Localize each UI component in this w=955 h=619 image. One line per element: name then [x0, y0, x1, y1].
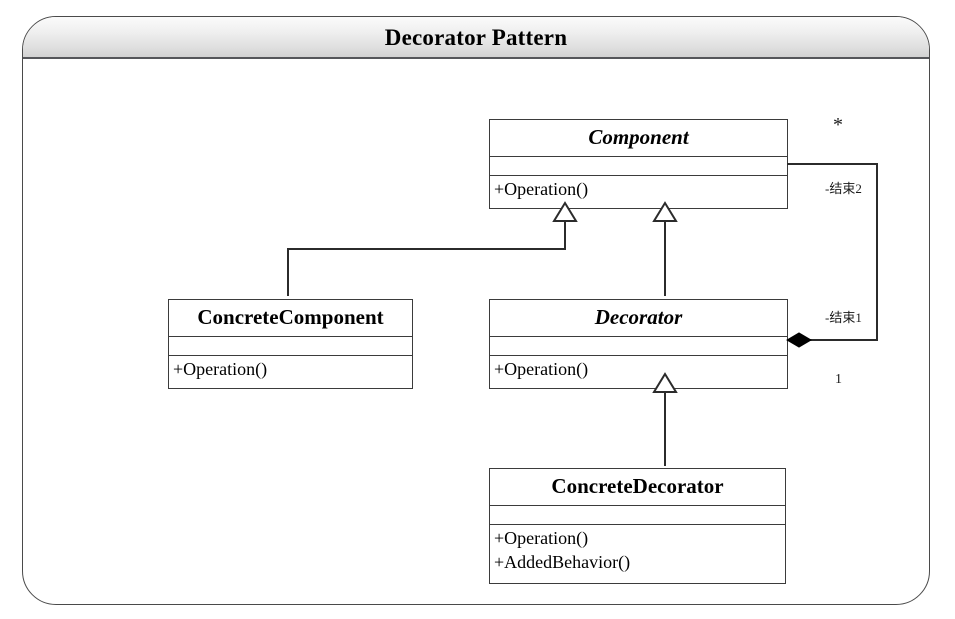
class-name-component: Component [490, 120, 787, 157]
class-name-concrete-decorator: ConcreteDecorator [490, 469, 785, 506]
operation-item: +Operation() [494, 179, 589, 199]
class-box-concrete-component[interactable]: ConcreteComponent +Operation() [168, 299, 413, 389]
class-operations-decorator: +Operation() [490, 356, 787, 385]
class-box-concrete-decorator[interactable]: ConcreteDecorator +Operation() +AddedBeh… [489, 468, 786, 584]
class-attributes-decorator [490, 337, 787, 356]
class-attributes-concrete-component [169, 337, 412, 356]
diagram-header: Decorator Pattern [23, 17, 929, 59]
class-name-concrete-component: ConcreteComponent [169, 300, 412, 337]
diagram-body: Component +Operation() ConcreteComponent… [23, 59, 929, 604]
class-operations-concrete-component: +Operation() [169, 356, 412, 385]
class-attributes-component [490, 157, 787, 176]
operation-item: +Operation() [494, 528, 589, 548]
operation-item: +Operation() [494, 359, 589, 379]
class-attributes-concrete-decorator [490, 506, 785, 525]
class-operations-component: +Operation() [490, 176, 787, 205]
diagram-title: Decorator Pattern [384, 24, 568, 50]
class-box-decorator[interactable]: Decorator +Operation() [489, 299, 788, 389]
role-label-end1: -结束1 [825, 310, 862, 325]
diagram-frame: Decorator Pattern Component +Operation()… [22, 16, 930, 605]
operation-item: +AddedBehavior() [494, 551, 631, 572]
multiplicity-end1: 1 [835, 372, 842, 387]
class-box-component[interactable]: Component +Operation() [489, 119, 788, 209]
multiplicity-end2: * [833, 114, 843, 136]
class-name-decorator: Decorator [490, 300, 787, 337]
role-label-end2: -结束2 [825, 181, 862, 196]
operation-item: +Operation() [173, 359, 268, 379]
class-operations-concrete-decorator: +Operation() +AddedBehavior() [490, 525, 785, 578]
